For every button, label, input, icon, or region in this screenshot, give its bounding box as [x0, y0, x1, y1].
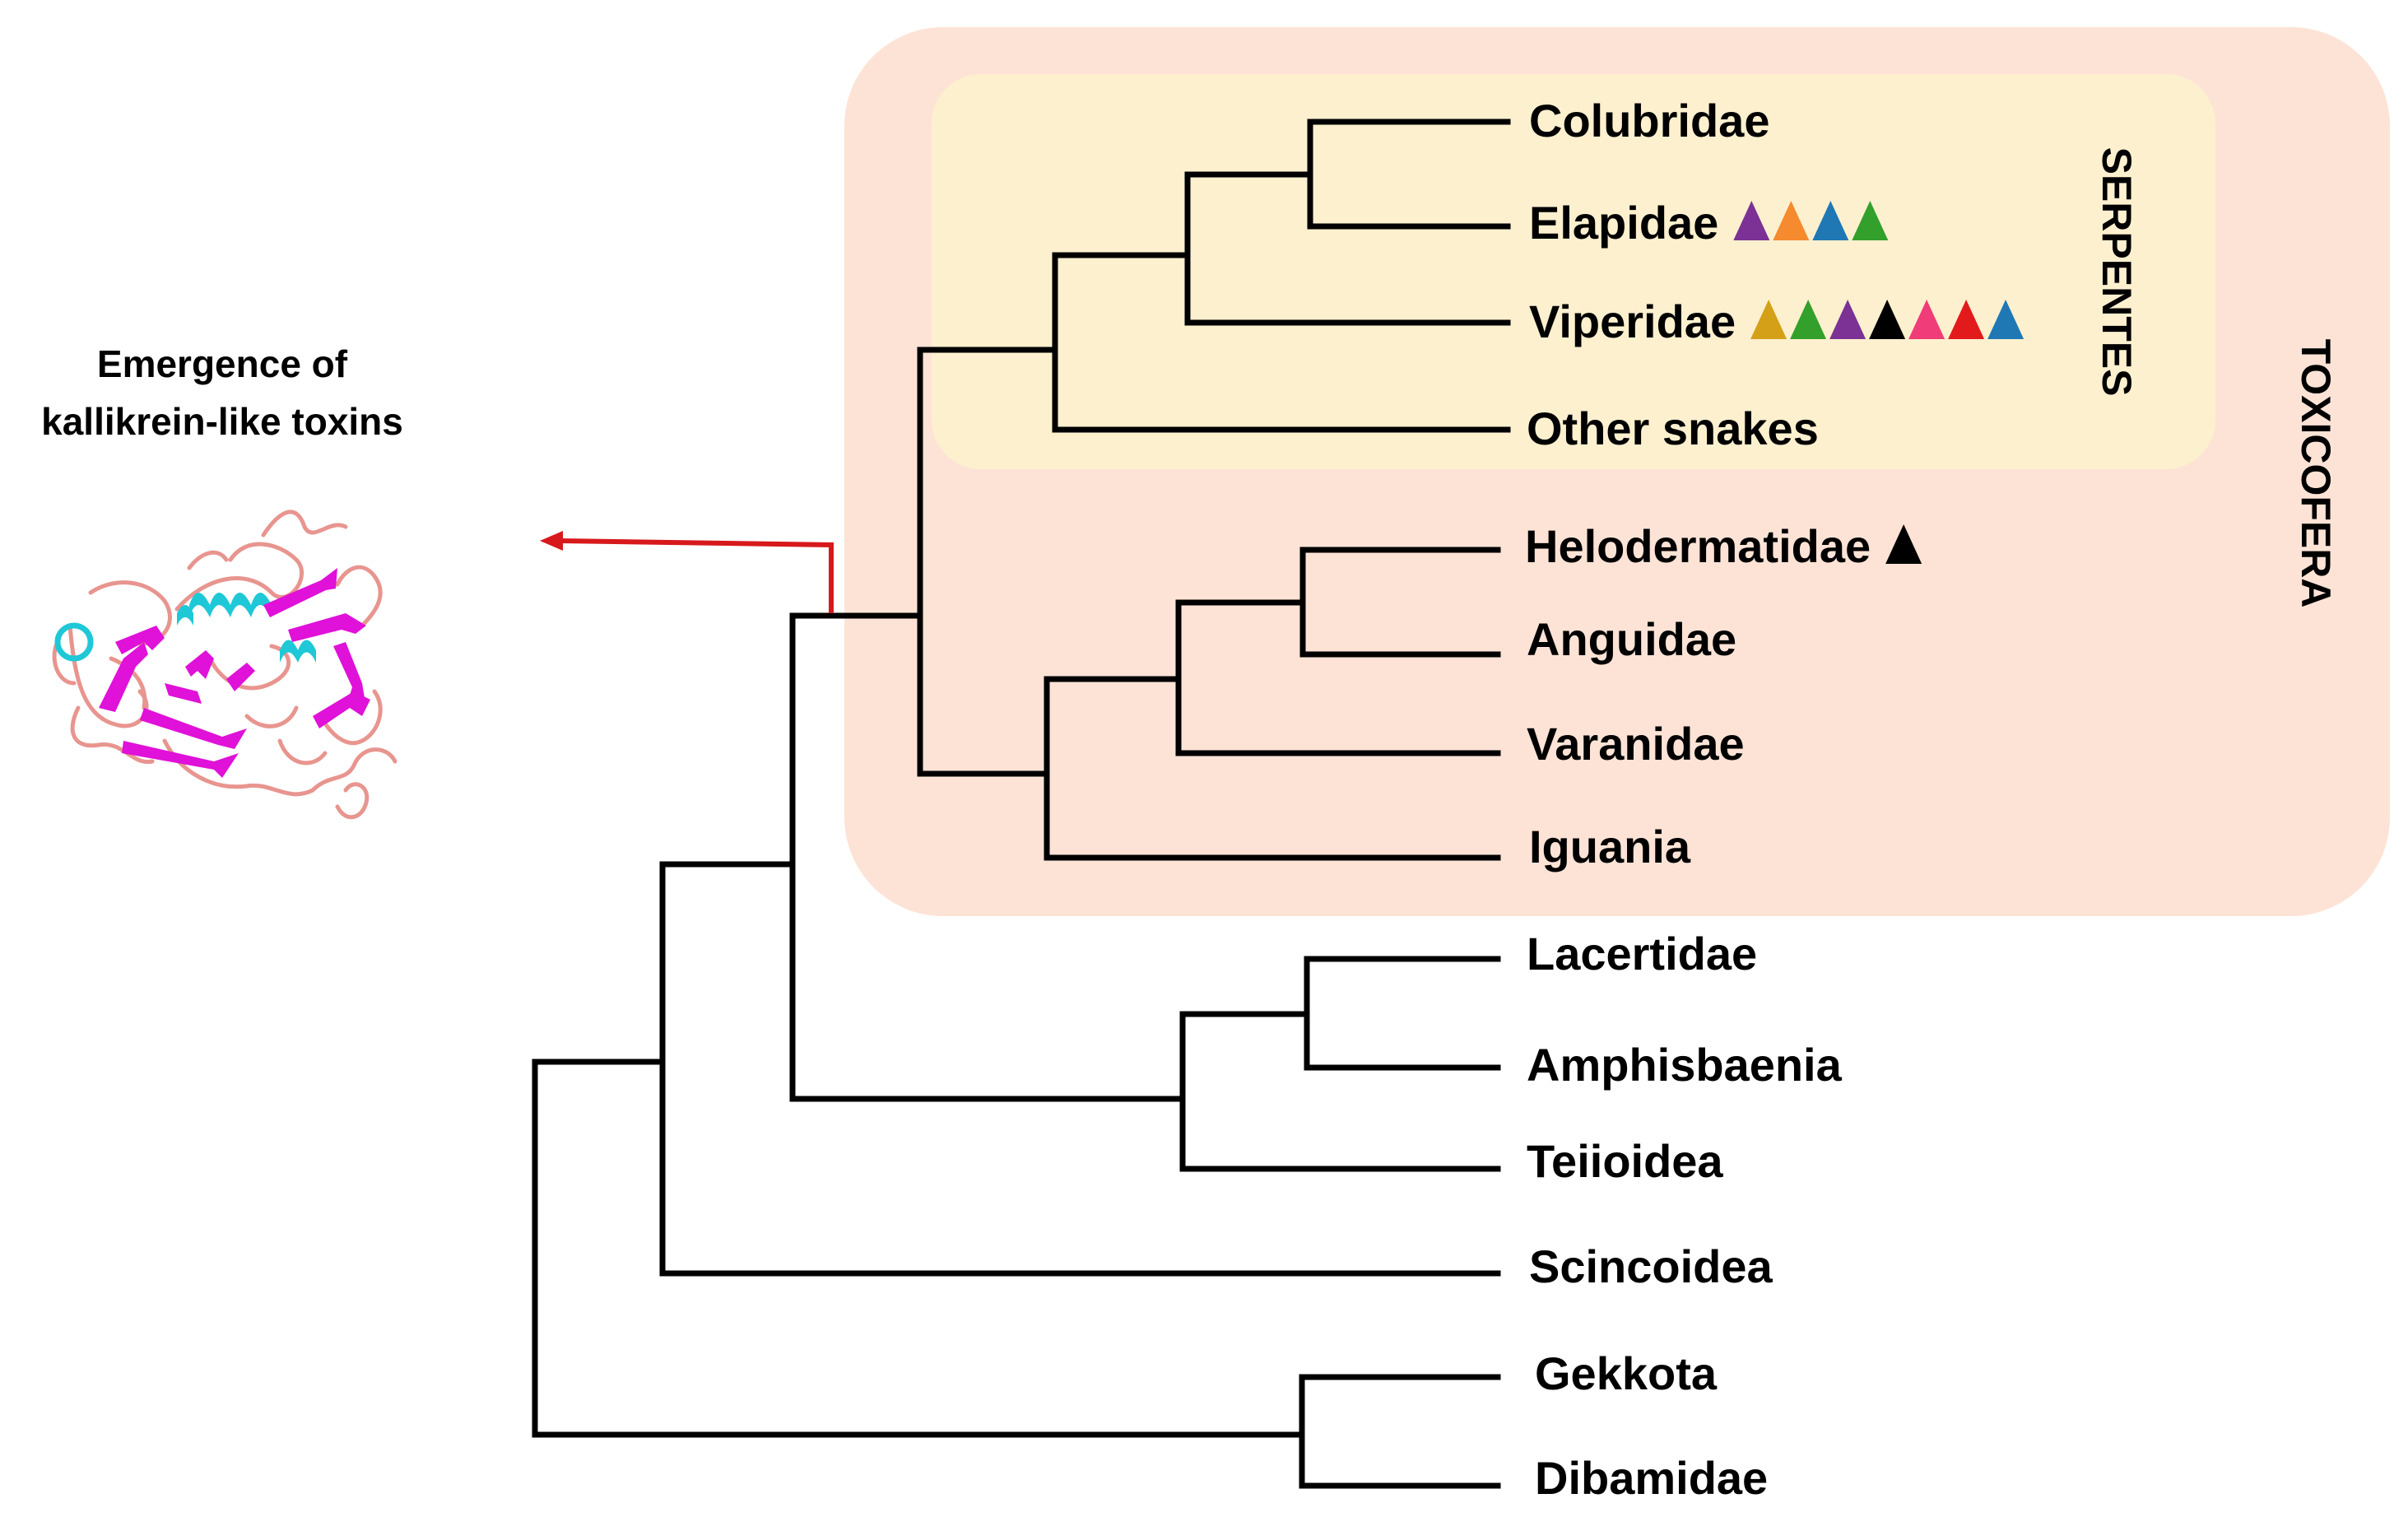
toxin-marker-triangle [1908, 300, 1945, 339]
toxin-marker-triangle [1885, 524, 1922, 564]
taxon-label: Gekkota [1535, 1347, 1718, 1399]
toxin-marker-triangle [1790, 300, 1827, 339]
taxon-label: Lacertidae [1527, 928, 1757, 980]
caption-line-1: Emergence of [97, 342, 348, 385]
toxin-marker-triangle [1812, 201, 1849, 240]
toxin-marker-triangle [1852, 201, 1889, 240]
toxicofera-label: TOXICOFERA [2293, 339, 2339, 608]
tree-branches [532, 119, 1511, 1489]
toxin-marker-triangle [1750, 300, 1787, 339]
emergence-arrow [540, 531, 834, 613]
taxon-label: Colubridae [1529, 95, 1769, 147]
taxon-label: Other snakes [1527, 403, 1819, 454]
taxon-label: Elapidae [1529, 197, 1718, 249]
toxin-marker-triangle [1987, 300, 2024, 339]
toxin-marker-triangle [1733, 201, 1770, 240]
taxon-label: Varanidae [1527, 718, 1745, 770]
caption-line-2: kallikrein-like toxins [41, 400, 403, 443]
taxon-label: Scincoidea [1529, 1240, 1773, 1292]
taxon-label: Dibamidae [1535, 1452, 1768, 1504]
toxin-marker-triangle [1869, 300, 1906, 339]
toxin-marker-triangle [1829, 300, 1866, 339]
toxin-marker-triangle [1948, 300, 1985, 339]
taxon-label: Teiioidea [1527, 1135, 1723, 1187]
serpentes-label: SERPENTES [2094, 147, 2140, 397]
taxon-label: Viperidae [1529, 295, 1736, 347]
toxin-marker-triangle [1773, 201, 1810, 240]
taxon-label: Helodermatidae [1525, 520, 1871, 572]
taxon-label: Iguania [1529, 821, 1691, 873]
taxon-label: Amphisbaenia [1527, 1039, 1843, 1091]
taxon-label: Anguidae [1527, 613, 1736, 665]
kallikrein-protein-structure [52, 510, 397, 819]
